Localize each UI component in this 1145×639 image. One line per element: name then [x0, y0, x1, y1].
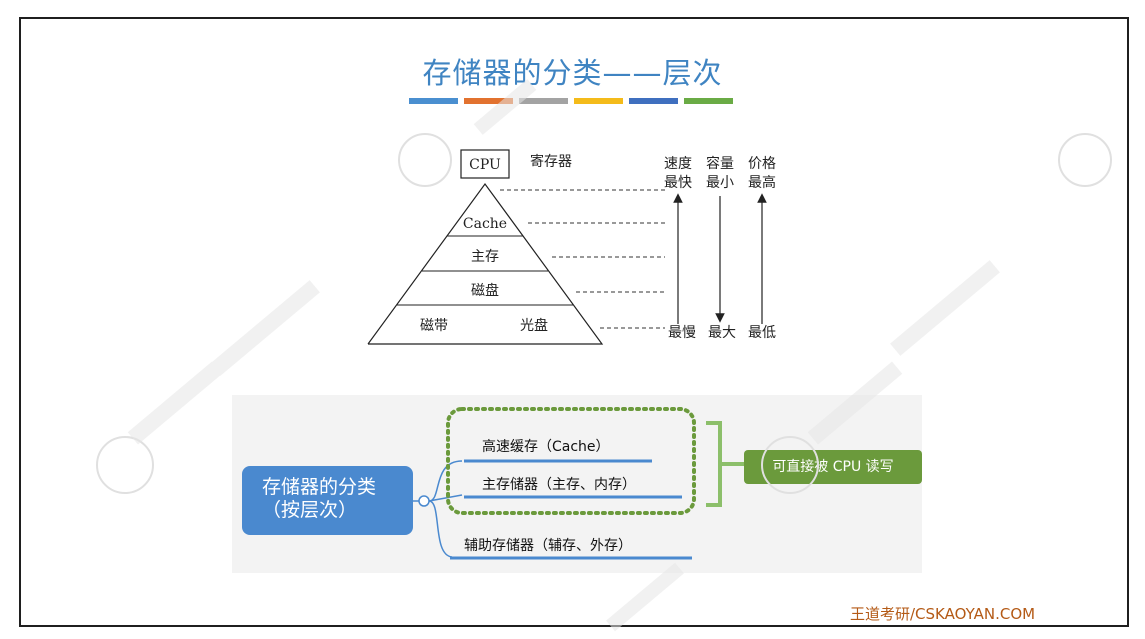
column-bottom-capacity: 最大 [708, 325, 736, 341]
color-bar-segment [464, 98, 513, 104]
color-bar-segment [519, 98, 568, 104]
branch-main-memory: 主存储器（主存、内存） [482, 477, 636, 493]
mind-map-connectors [413, 407, 744, 560]
level-label-main-memory: 主存 [471, 249, 499, 265]
pyramid-outline [367, 182, 604, 345]
cpu-box [460, 149, 510, 179]
column-header-capacity: 容量 [706, 155, 734, 172]
register-label: 寄存器 [530, 153, 572, 170]
color-bar-segment [684, 98, 733, 104]
branch-cache: 高速缓存（Cache） [482, 439, 610, 455]
direct-access-group-outline [446, 407, 696, 515]
level-label-optical: 光盘 [520, 317, 548, 334]
level-label-disk: 磁盘 [471, 282, 499, 299]
group-bracket [706, 421, 744, 507]
color-bar-segment [409, 98, 458, 104]
column-top-speed: 最快 [664, 175, 692, 191]
column-header-price: 价格 [748, 156, 776, 172]
level-label-tape: 磁带 [420, 318, 448, 334]
column-top-price: 最高 [748, 174, 776, 191]
column-bottom-speed: 最慢 [668, 324, 696, 341]
direct-access-note: 可直接被 CPU 读写 [744, 450, 922, 484]
title-color-bar [409, 98, 733, 104]
column-header-speed: 速度 [664, 156, 692, 172]
color-bar-segment [629, 98, 678, 104]
root-node-line2: （按层次） [262, 499, 358, 521]
collapse-toggle-icon [418, 495, 430, 507]
footer-brand: 王道考研/CSKAOYAN.COM [850, 605, 1036, 623]
mind-map-panel: 存储器的分类 （按层次） 高速缓存（Cache） 主存储器（主存、内存） 辅助存… [232, 395, 922, 573]
root-node-line1: 存储器的分类 [262, 476, 377, 498]
slide-title: 存储器的分类——层次 [422, 56, 723, 90]
color-bar-segment [574, 98, 623, 104]
column-top-capacity: 最小 [706, 175, 734, 191]
column-bottom-price: 最低 [748, 325, 776, 341]
root-node: 存储器的分类 （按层次） [242, 466, 413, 535]
level-label-cache: Cache [463, 216, 507, 232]
branch-secondary-storage: 辅助存储器（辅存、外存） [464, 538, 632, 554]
cpu-label: CPU [469, 157, 501, 173]
memory-hierarchy-pyramid: CPU 寄存器 Cache 主存 磁盘 磁带 光盘 速度 最快 容量 最小 价格… [367, 149, 776, 345]
